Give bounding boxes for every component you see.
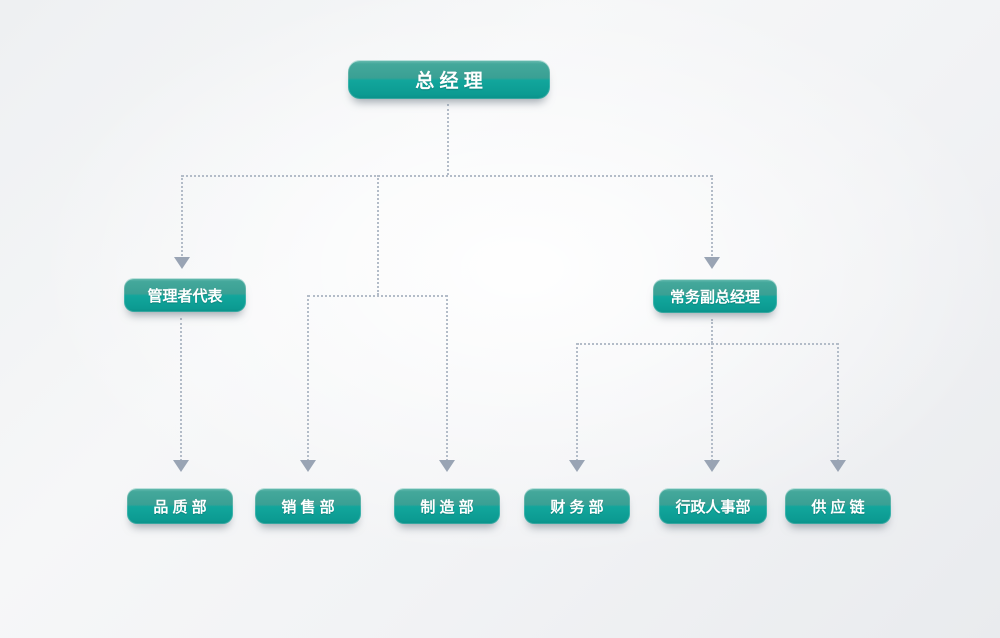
org-node-label: 财 务 部 — [550, 498, 604, 516]
arrowhead-down-icon — [300, 460, 316, 472]
arrowhead-down-icon — [704, 460, 720, 472]
org-node-label: 行政人事部 — [675, 498, 751, 516]
connector-root-stem — [447, 104, 449, 175]
org-node-management-representative[interactable]: 管理者代表 — [124, 278, 246, 312]
org-node-general-manager[interactable]: 总 经 理 — [348, 60, 550, 99]
org-node-executive-deputy-gm[interactable]: 常务副总经理 — [653, 279, 777, 313]
org-node-manufacturing-dept[interactable]: 制 造 部 — [394, 488, 500, 524]
arrowhead-down-icon — [830, 460, 846, 472]
arrowhead-down-icon — [704, 257, 720, 269]
org-node-label: 制 造 部 — [420, 498, 474, 516]
org-node-sales-dept[interactable]: 销 售 部 — [255, 488, 361, 524]
org-node-label: 管理者代表 — [147, 287, 223, 305]
arrowhead-down-icon — [569, 460, 585, 472]
org-node-finance-dept[interactable]: 财 务 部 — [524, 488, 630, 524]
org-node-label: 供 应 链 — [811, 498, 865, 516]
org-node-label: 品 质 部 — [153, 498, 207, 516]
org-node-label: 总 经 理 — [415, 71, 483, 92]
connector-mid-rail — [308, 295, 447, 297]
connector-main-rail — [182, 175, 712, 177]
connector-to-sales — [307, 295, 309, 461]
connector-deputy-stem — [711, 319, 713, 343]
connector-to-mgr-rep — [181, 175, 183, 259]
connector-right-rail — [577, 343, 838, 345]
org-node-label: 销 售 部 — [281, 498, 335, 516]
arrowhead-down-icon — [439, 460, 455, 472]
connector-to-quality — [180, 318, 182, 461]
org-node-quality-dept[interactable]: 品 质 部 — [127, 488, 233, 524]
org-node-admin-hr-dept[interactable]: 行政人事部 — [659, 488, 767, 524]
connector-to-manufacturing — [446, 295, 448, 461]
arrowhead-down-icon — [173, 460, 189, 472]
connector-to-finance — [576, 343, 578, 461]
org-node-label: 常务副总经理 — [669, 288, 760, 306]
org-node-supply-chain[interactable]: 供 应 链 — [785, 488, 891, 524]
connector-to-deputy-gm — [711, 175, 713, 259]
connector-mid-stem — [377, 175, 379, 295]
connector-to-supply-chain — [837, 343, 839, 461]
arrowhead-down-icon — [174, 257, 190, 269]
connector-to-admin-hr — [711, 343, 713, 461]
